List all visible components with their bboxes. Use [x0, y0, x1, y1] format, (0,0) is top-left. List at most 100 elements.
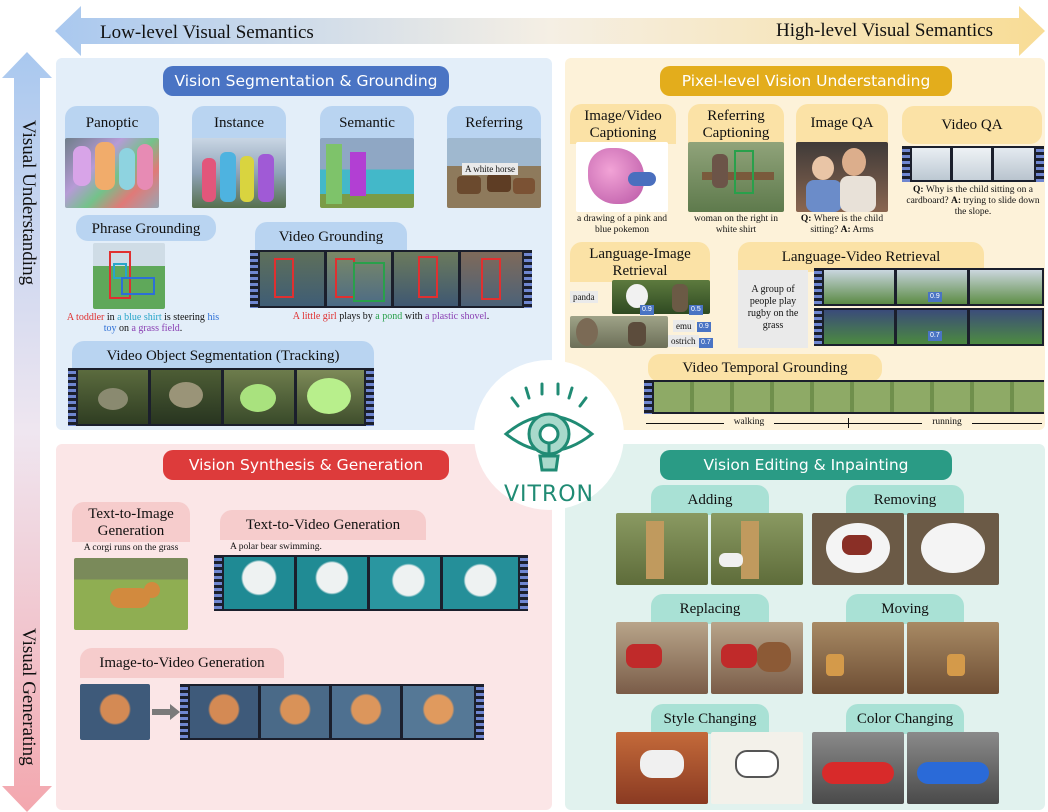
qa-question: Why is the child sitting on a cardboard?: [906, 185, 1033, 206]
image-qa-caption: Q: Where is the child sitting? A: Arms: [792, 214, 892, 236]
adding-tab: Adding: [651, 485, 769, 515]
panoptic-image: [65, 138, 159, 208]
caption-text: .: [486, 311, 490, 322]
referring-query: A white horse: [462, 163, 518, 175]
lv-query: A group of people play rugby on the gras…: [738, 270, 808, 348]
replacing-tab: Replacing: [651, 594, 769, 624]
caption-phrase-pond: a pond: [375, 311, 403, 322]
moving-before-image: [812, 622, 904, 694]
lv-score: 0.9: [928, 292, 942, 302]
video-qa-caption: Q: Why is the child sitting on a cardboa…: [902, 185, 1044, 218]
horizontal-axis-arrow: [55, 6, 1045, 56]
vtg-filmstrip: [644, 380, 1044, 414]
removing-tab: Removing: [846, 485, 964, 515]
qa-a-marker: A:: [950, 196, 961, 206]
style-before-image: [616, 732, 708, 804]
caption-phrase-toddler: A toddler: [66, 312, 105, 323]
image-qa-image: [796, 142, 888, 212]
vos-tab: Video Object Segmentation (Tracking): [72, 341, 374, 371]
captioning-tab: Image/Video Captioning: [570, 104, 676, 144]
visual-understanding-label: Visual Understanding: [18, 120, 39, 286]
vtg-label-walking: walking: [724, 417, 774, 428]
ref-captioning-caption: woman on the right in white shirt: [694, 214, 778, 235]
instance-tab: Instance: [192, 106, 286, 140]
qa-answer: Arms: [850, 225, 874, 235]
li-emu-image: [570, 316, 668, 348]
caption-text: in: [104, 312, 118, 323]
adding-after-image: [711, 513, 803, 585]
adding-before-image: [616, 513, 708, 585]
t2i-image: [74, 558, 188, 630]
vitron-logo-text: VITRON: [503, 482, 595, 507]
low-level-label: Low-level Visual Semantics: [100, 22, 314, 43]
segmentation-title: Vision Segmentation & Grounding: [163, 66, 449, 96]
pixel-understanding-title: Pixel-level Vision Understanding: [660, 66, 952, 96]
t2v-filmstrip: [214, 555, 528, 611]
i2v-arrow-icon: [152, 704, 180, 720]
phrase-grounding-tab: Phrase Grounding: [76, 215, 216, 241]
t2v-prompt: A polar bear swimming.: [230, 542, 322, 552]
semantic-image: [320, 138, 414, 208]
removing-after-image: [907, 513, 999, 585]
logo-disc: [474, 360, 624, 510]
color-before-image: [812, 732, 904, 804]
i2v-filmstrip: [180, 684, 484, 740]
qa-q-marker: Q:: [913, 185, 924, 195]
ref-captioning-tab: Referring Captioning: [688, 104, 784, 144]
phrase-grounding-image: [93, 243, 165, 309]
color-tab: Color Changing: [846, 704, 964, 734]
caption-text: on: [116, 323, 132, 334]
li-tag-emu: emu: [673, 320, 695, 332]
replacing-after-image: [711, 622, 803, 694]
qa-a-marker: A:: [840, 225, 851, 235]
qa-answer: trying to slide down the slope.: [954, 196, 1040, 217]
lv-score: 0.7: [928, 331, 942, 341]
li-tag-ostrich: ostrich: [668, 335, 699, 347]
i2v-source-image: [80, 684, 150, 740]
caption-phrase-grass-field: a grass field: [131, 323, 180, 334]
caption-phrase-blue-shirt: a blue shirt: [117, 312, 162, 323]
panoptic-tab: Panoptic: [65, 106, 159, 140]
moving-tab: Moving: [846, 594, 964, 624]
t2i-tab: Text-to-Image Generation: [72, 502, 190, 542]
li-score: 0.7: [699, 338, 713, 348]
t2v-tab: Text-to-Video Generation: [220, 510, 426, 540]
caption-text: plays by: [336, 311, 376, 322]
color-after-image: [907, 732, 999, 804]
vtg-label-running: running: [922, 417, 972, 428]
li-score: 0.9: [697, 322, 711, 332]
li-tag-panda: panda: [570, 291, 598, 303]
li-retrieval-tab: Language-Image Retrieval: [570, 242, 710, 282]
replacing-before-image: [616, 622, 708, 694]
vos-filmstrip: [68, 368, 374, 426]
ref-captioning-image: [688, 142, 784, 212]
vertical-axis-arrow: [2, 52, 52, 812]
removing-before-image: [812, 513, 904, 585]
phrase-grounding-caption: A toddler in a blue shirt is steering hi…: [66, 312, 220, 334]
qa-q-marker: Q:: [800, 214, 812, 224]
video-grounding-tab: Video Grounding: [255, 222, 407, 252]
caption-phrase-shovel: a plastic shovel: [425, 311, 487, 322]
moving-after-image: [907, 622, 999, 694]
vtg-divider: [848, 418, 849, 428]
referring-tab: Referring: [447, 106, 541, 140]
vtg-timeline: [646, 423, 1042, 424]
caption-phrase-girl: A little girl: [292, 311, 337, 322]
lv-retrieval-tab: Language-Video Retrieval: [738, 242, 984, 272]
i2v-tab: Image-to-Video Generation: [80, 648, 284, 678]
caption-phrase-toy: his toy: [103, 312, 220, 334]
caption-text: with: [402, 311, 426, 322]
visual-generating-label: Visual Generating: [18, 628, 39, 766]
semantic-tab: Semantic: [320, 106, 414, 140]
lv-filmstrip-1: [814, 268, 1044, 306]
style-after-image: [711, 732, 803, 804]
style-tab: Style Changing: [651, 704, 769, 734]
li-score: 0.9: [640, 305, 654, 315]
vtg-tab: Video Temporal Grounding: [648, 354, 882, 382]
li-score: 0.5: [689, 305, 703, 315]
caption-text: is steering: [161, 312, 208, 323]
captioning-image: [576, 142, 668, 212]
video-qa-tab: Video QA: [902, 106, 1042, 144]
vitron-logo-icon: [503, 382, 595, 472]
qa-question: Where is the child sitting?: [810, 214, 884, 235]
